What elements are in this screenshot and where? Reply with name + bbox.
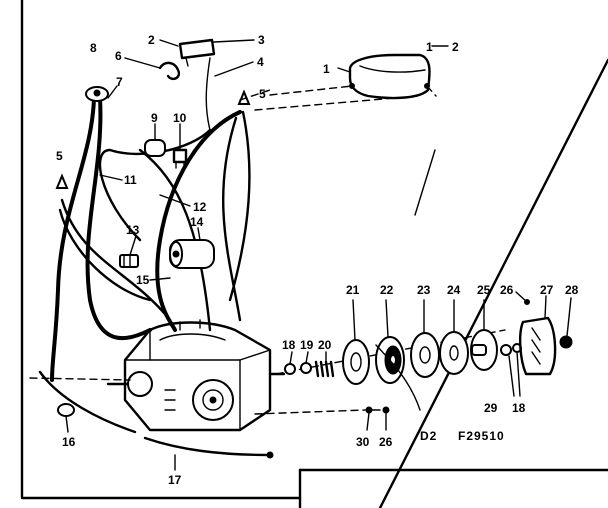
callout-11: 11: [124, 173, 137, 187]
callout-8: 8: [90, 41, 97, 55]
callout-5: 5: [259, 87, 266, 101]
callout-15: 15: [136, 273, 150, 287]
callout-25: 25: [477, 283, 491, 297]
callout-20: 20: [318, 338, 332, 352]
callout-9: 9: [151, 111, 158, 125]
callout-26: 26: [500, 283, 514, 297]
fastener-screws: [365, 406, 390, 414]
callout-5: 5: [56, 149, 63, 163]
callout-3: 3: [258, 33, 265, 47]
wire-harness: [50, 96, 251, 382]
callout-labels: 1 1 2 2 3 4 5 5 6 7 8 9 10 11 12 13 14 1…: [56, 33, 579, 487]
callout-4: 4: [257, 55, 264, 69]
callout-1: 1: [426, 40, 433, 54]
callout-19: 19: [300, 338, 314, 352]
callout-16: 16: [62, 435, 76, 449]
callout-27: 27: [540, 283, 554, 297]
callout-21: 21: [346, 283, 360, 297]
callout-22: 22: [380, 283, 394, 297]
callout-18: 18: [512, 401, 526, 415]
figure-caption: D2 F29510: [420, 429, 505, 443]
callout-leaders: [65, 39, 572, 471]
callout-29: 29: [484, 401, 498, 415]
callout-13: 13: [126, 223, 140, 237]
callout-1: 1: [323, 62, 330, 76]
callout-7: 7: [116, 75, 123, 89]
callout-23: 23: [417, 283, 431, 297]
clutch-disc-stack: [342, 329, 498, 411]
callout-26: 26: [379, 435, 393, 449]
wire-connector-part: [119, 254, 139, 268]
callout-17: 17: [168, 473, 182, 487]
callout-10: 10: [173, 111, 187, 125]
run-capacitor-part: [169, 239, 215, 269]
shaft-spring-washers: [284, 360, 335, 378]
callout-24: 24: [447, 283, 461, 297]
callout-2: 2: [452, 40, 459, 54]
assembly-leader-lines: [29, 89, 506, 415]
callout-18: 18: [282, 338, 296, 352]
figure-number: F29510: [458, 429, 505, 443]
mounting-clip-part: [158, 38, 216, 131]
callout-6: 6: [115, 49, 122, 63]
callout-14: 14: [190, 215, 204, 229]
callout-12: 12: [193, 200, 207, 214]
section-code: D2: [420, 429, 437, 443]
end-cap-assembly: [500, 299, 573, 376]
callout-30: 30: [356, 435, 370, 449]
wire-nut-parts: [55, 89, 251, 189]
capacitor-cover-part: [269, 53, 437, 100]
callout-28: 28: [565, 283, 579, 297]
frame-lines: [20, 0, 608, 508]
terminal-block-part: [85, 86, 109, 102]
callout-2: 2: [148, 33, 155, 47]
